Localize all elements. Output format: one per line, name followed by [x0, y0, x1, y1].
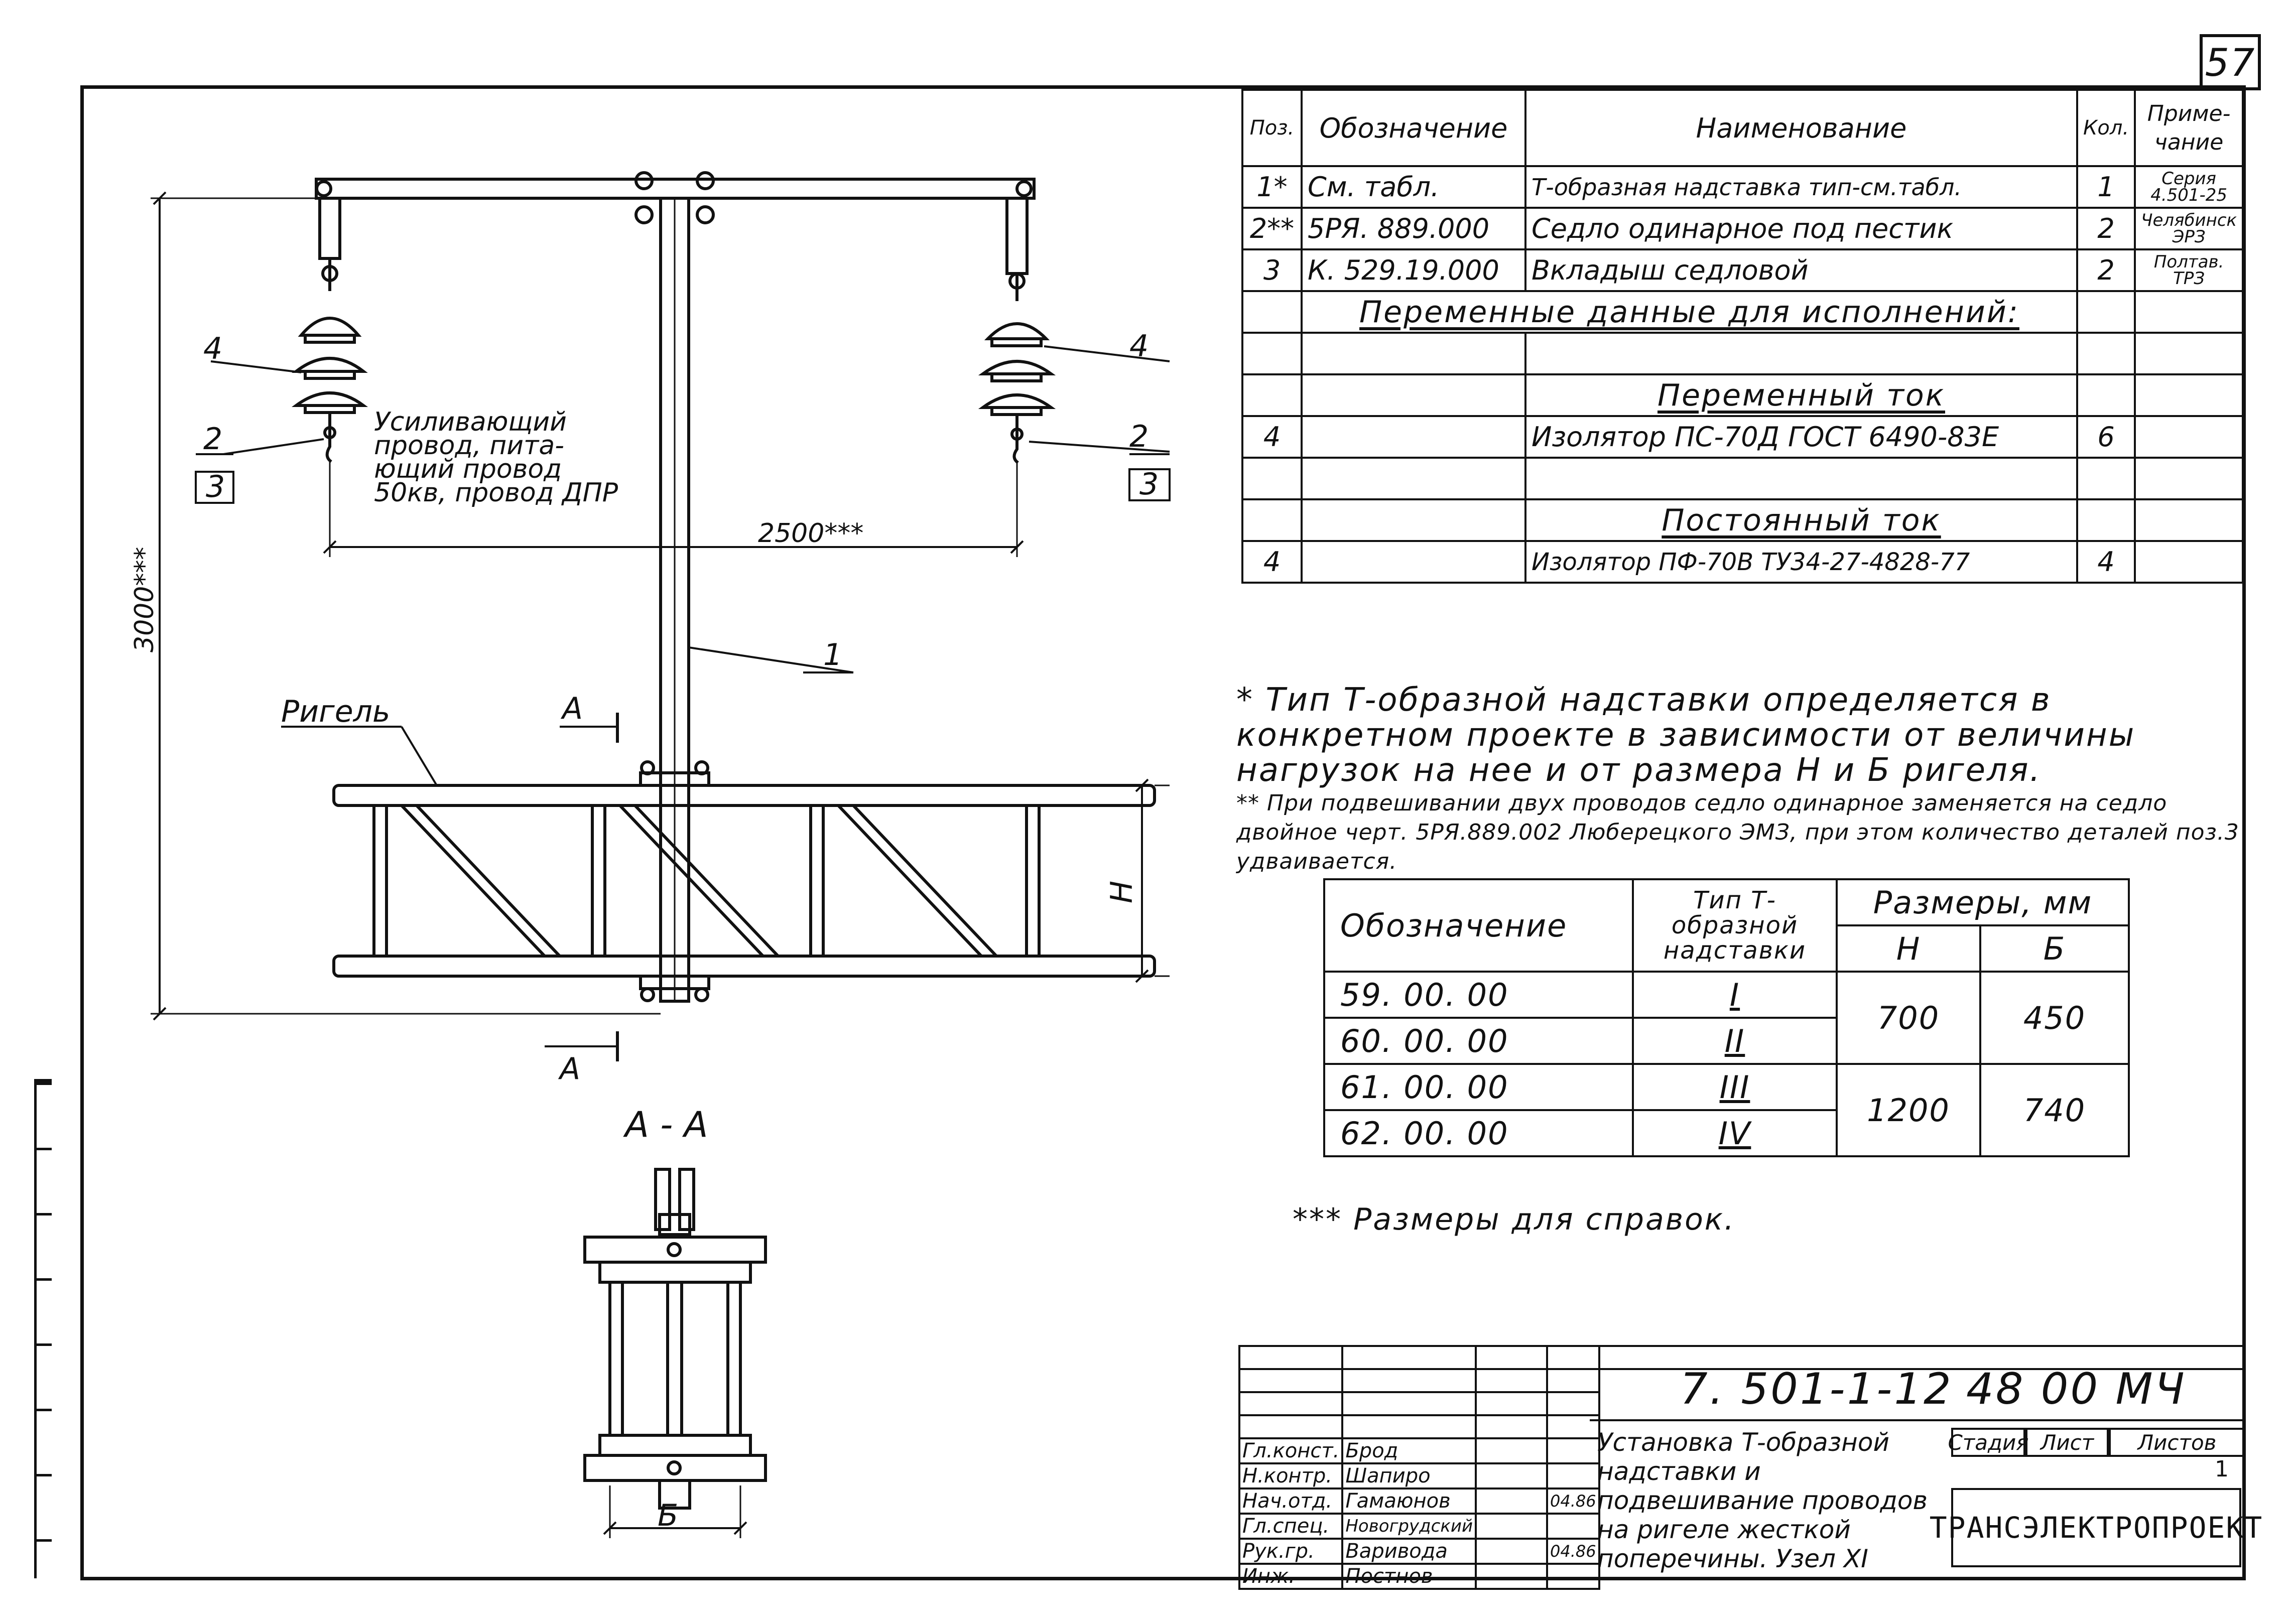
cut-a-top-label: А — [560, 691, 583, 726]
var-row4-type: IV — [1633, 1110, 1837, 1156]
sig3-name: Гамаюнов — [1342, 1488, 1476, 1514]
var-group1-h: 700 — [1837, 972, 1980, 1064]
rigel-label: Ригель — [281, 694, 390, 729]
sig2-role: Н.контр. — [1239, 1463, 1342, 1488]
organization-name: ТРАНСЭЛЕКТРОПРОЕКТ — [1951, 1488, 2241, 1567]
ac-row-name: Изолятор ПС-70Д ГОСТ 6490-83Е — [1525, 416, 2077, 458]
sheets-label: Листов — [2109, 1428, 2245, 1457]
label-part-2-left: 2 — [203, 422, 222, 457]
sig1-role: Гл.конст. — [1239, 1438, 1342, 1463]
row3-qty: 2 — [2077, 249, 2135, 291]
var-row3-designation: 61. 00. 00 — [1324, 1064, 1633, 1110]
label-part-4-left: 4 — [203, 331, 222, 366]
title-block: Гл.конст. Брод Н.контр. Шапиро Нач.отд. … — [1238, 1345, 2242, 1576]
label-part-1: 1 — [823, 637, 842, 672]
dim-b-label: Б — [658, 1498, 678, 1533]
sig6-role: Инж. — [1239, 1564, 1342, 1589]
row3-designation: К. 529.19.000 — [1302, 249, 1525, 291]
sig6-name: Постнов — [1342, 1564, 1476, 1589]
document-description: Установка Т-образной надставки и подвеши… — [1597, 1428, 1939, 1573]
header-pos: Поз. — [1242, 90, 1302, 166]
var-group2-b: 740 — [1980, 1064, 2129, 1156]
stage-label: Стадия — [1951, 1428, 2025, 1457]
var-header-sizes: Размеры, мм — [1837, 879, 2129, 925]
header-qty: Кол. — [2077, 90, 2135, 166]
var-row4-designation: 62. 00. 00 — [1324, 1110, 1633, 1156]
label-part-4-right: 4 — [1129, 329, 1149, 364]
var-header-h: Н — [1837, 925, 1980, 972]
label-part-3-left: 3 — [206, 469, 225, 504]
dim-height-label: 3000*** — [130, 547, 160, 652]
document-code: 7. 501-1-12 — [1680, 1364, 1953, 1414]
sig3-role: Нач.отд. — [1239, 1488, 1342, 1514]
sig1-date — [1547, 1438, 1599, 1463]
sig1-name: Брод — [1342, 1438, 1476, 1463]
var-row1-designation: 59. 00. 00 — [1324, 972, 1633, 1018]
row3-pos: 3 — [1242, 249, 1302, 291]
row1-name: Т-образная надставка тип-см.табл. — [1525, 166, 2077, 208]
cut-a-bottom-label: А — [558, 1051, 580, 1087]
dc-row-qty: 4 — [2077, 541, 2135, 583]
sig4-date — [1547, 1514, 1599, 1539]
dc-row-pos: 4 — [1242, 541, 1302, 583]
var-row1-type: I — [1633, 972, 1837, 1018]
row2-name: Седло одинарное под пестик — [1525, 208, 2077, 249]
dc-row-name: Изолятор ПФ-70В ТУ34-27-4828-77 — [1525, 541, 2077, 583]
label-part-2-right: 2 — [1129, 419, 1149, 454]
label-part-3-right: 3 — [1139, 467, 1159, 502]
row1-qty: 1 — [2077, 166, 2135, 208]
sig2-name: Шапиро — [1342, 1463, 1476, 1488]
variable-data-header: Переменные данные для исполнений: — [1359, 295, 2019, 330]
sig4-role: Гл.спец. — [1239, 1514, 1342, 1539]
row2-note: Челябинск ЭРЗ — [2135, 208, 2243, 249]
row2-pos: 2** — [1242, 208, 1302, 249]
dc-header: Постоянный ток — [1662, 503, 1941, 538]
row1-note: Серия 4.501-25 — [2135, 166, 2243, 208]
document-code-suffix: 48 00 МЧ — [1966, 1364, 2187, 1414]
row2-qty: 2 — [2077, 208, 2135, 249]
header-name: Наименование — [1525, 90, 2077, 166]
sig2-date — [1547, 1463, 1599, 1488]
sig4-name: Новогрудский — [1342, 1514, 1476, 1539]
t-beam-top — [316, 179, 1034, 198]
stage-sheet-header: Стадия Лист Листов — [1951, 1428, 2245, 1457]
specification-table: Поз. Обозначение Наименование Кол. Приме… — [1241, 89, 2244, 584]
row1-pos: 1* — [1242, 166, 1302, 208]
row3-note: Полтав. ТРЗ — [2135, 249, 2243, 291]
var-header-designation: Обозначение — [1324, 879, 1633, 972]
note-2: ** При подвешивании двух проводов седло … — [1236, 789, 2240, 876]
wire-note-line-4: 50кв, провод ДПР — [374, 478, 618, 508]
sheet-label: Лист — [2025, 1428, 2109, 1457]
variant-table: Обозначение Тип Т-образной надставки Раз… — [1323, 878, 2130, 1157]
header-note: Приме- чание — [2135, 90, 2243, 166]
var-group1-b: 450 — [1980, 972, 2129, 1064]
sig5-role: Рук.гр. — [1239, 1539, 1342, 1564]
var-row2-type: II — [1633, 1018, 1837, 1064]
sheets-value: 1 — [2182, 1456, 2261, 1481]
var-row3-type: III — [1633, 1064, 1837, 1110]
section-title: А - А — [623, 1104, 708, 1145]
sig3-date: 04.86 — [1547, 1488, 1599, 1514]
note-1: * Тип Т-образной надставки определяется … — [1236, 683, 2240, 788]
header-designation: Обозначение — [1302, 90, 1525, 166]
note-3: *** Размеры для справок. — [1293, 1202, 1735, 1237]
dim-h-label: Н — [1104, 881, 1139, 903]
sig5-name: Варивода — [1342, 1539, 1476, 1564]
sig6-date — [1547, 1564, 1599, 1589]
row1-designation: См. табл. — [1302, 166, 1525, 208]
var-group2-h: 1200 — [1837, 1064, 1980, 1156]
row3-name: Вкладыш седловой — [1525, 249, 2077, 291]
sig5-date: 04.86 — [1547, 1539, 1599, 1564]
dim-width-label: 2500*** — [758, 518, 863, 549]
var-header-type: Тип Т-образной надставки — [1633, 879, 1837, 972]
var-row2-designation: 60. 00. 00 — [1324, 1018, 1633, 1064]
ac-row-qty: 6 — [2077, 416, 2135, 458]
row2-designation: 5РЯ. 889.000 — [1302, 208, 1525, 249]
ac-row-pos: 4 — [1242, 416, 1302, 458]
ac-header: Переменный ток — [1658, 378, 1945, 413]
var-header-b: Б — [1980, 925, 2129, 972]
notes-block: * Тип Т-образной надставки определяется … — [1236, 683, 2240, 876]
